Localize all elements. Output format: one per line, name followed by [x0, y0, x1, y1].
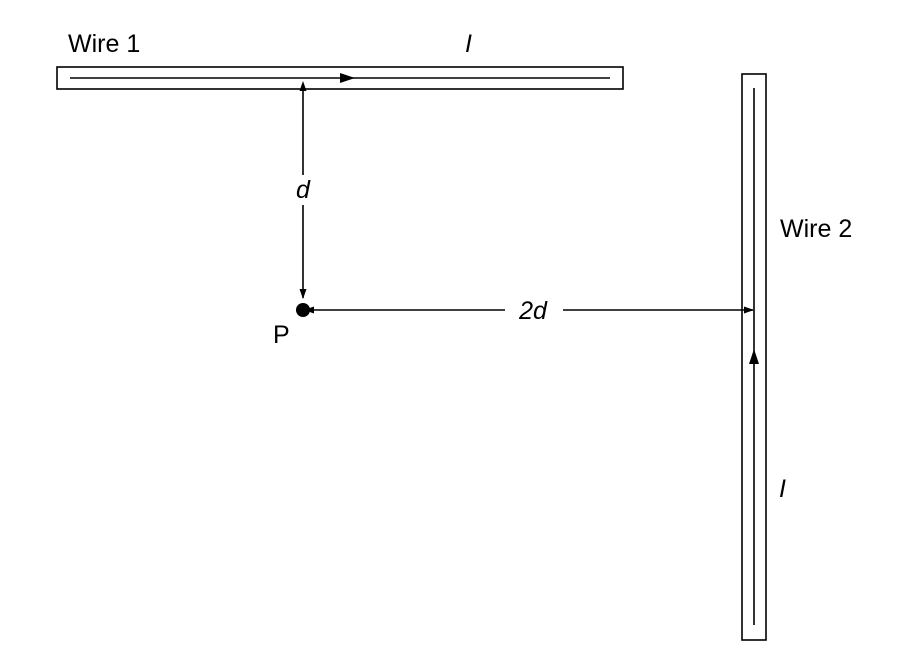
wire-1-current-label: I	[465, 30, 472, 58]
wire-2	[741, 73, 767, 641]
wire-2-body	[741, 73, 767, 641]
wire-2-label: Wire 2	[780, 215, 852, 243]
point-p-dot	[296, 303, 310, 317]
distance-d-label: d	[296, 176, 311, 204]
point-p-label: P	[273, 321, 290, 349]
wire-1-body	[56, 66, 624, 90]
wire-1-current-arrow	[340, 73, 355, 83]
wire-1-label: Wire 1	[68, 30, 140, 58]
wire-2-current-arrow	[749, 349, 759, 364]
wire-2-current-label: I	[779, 475, 786, 503]
wire-1	[56, 66, 624, 90]
distance-2d-label: 2d	[518, 297, 548, 325]
